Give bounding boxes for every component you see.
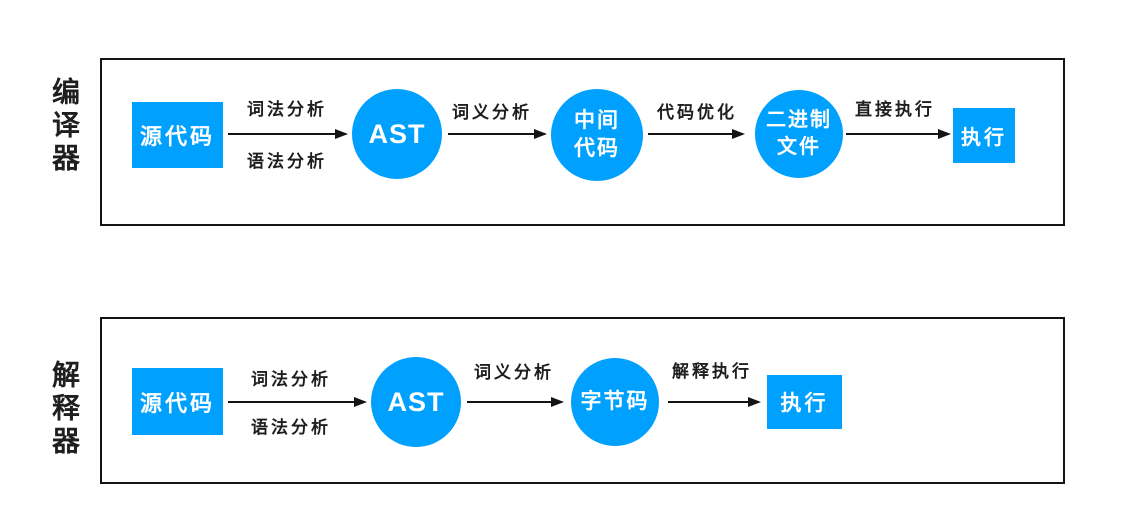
interpreter-panel — [100, 317, 1065, 484]
compiler-edge-label-semantic: 词义分析 — [452, 103, 532, 122]
compiler-node-binary-line1: 二进制 — [766, 109, 832, 131]
compiler-arrow-intermediate-to-binary — [648, 129, 745, 139]
compiler-node-execute: 执行 — [953, 108, 1015, 163]
compiler-node-intermediate: 中间 代码 — [551, 89, 643, 181]
compiler-arrow-binary-to-execute — [846, 129, 951, 139]
interpreter-arrow-bytecode-to-execute — [668, 397, 761, 407]
compiler-arrow-source-to-ast — [228, 129, 348, 139]
compiler-side-label: 编译器 — [49, 77, 80, 176]
interpreter-node-ast: AST — [371, 357, 461, 447]
compiler-node-source: 源代码 — [132, 102, 223, 168]
compiler-node-intermediate-line1: 中间 — [574, 108, 620, 132]
interpreter-edge-label-syntax: 语法分析 — [251, 418, 331, 437]
compiler-arrow-ast-to-intermediate — [448, 129, 547, 139]
interpreter-arrow-ast-to-bytecode — [467, 397, 564, 407]
compiler-node-binary: 二进制 文件 — [755, 90, 843, 178]
interpreter-node-execute: 执行 — [767, 375, 842, 429]
interpreter-side-label: 解释器 — [49, 360, 80, 459]
compiler-edge-label-direct-exec: 直接执行 — [855, 100, 935, 119]
compiler-edge-label-lexical: 词法分析 — [247, 100, 327, 119]
compiler-node-intermediate-line2: 代码 — [574, 137, 620, 160]
compiler-node-binary-line2: 文件 — [777, 136, 821, 158]
compiler-edge-label-optimize: 代码优化 — [657, 103, 737, 122]
interpreter-node-bytecode: 字节码 — [571, 358, 659, 446]
interpreter-edge-label-semantic: 词义分析 — [474, 363, 554, 382]
compiler-edge-label-syntax: 语法分析 — [247, 152, 327, 171]
compiler-panel — [100, 58, 1065, 226]
interpreter-arrow-source-to-ast — [228, 397, 367, 407]
compiler-node-ast: AST — [352, 89, 442, 179]
interpreter-edge-label-lexical: 词法分析 — [251, 370, 331, 389]
interpreter-edge-label-interpret-exec: 解释执行 — [672, 362, 752, 381]
interpreter-node-source: 源代码 — [132, 368, 223, 435]
